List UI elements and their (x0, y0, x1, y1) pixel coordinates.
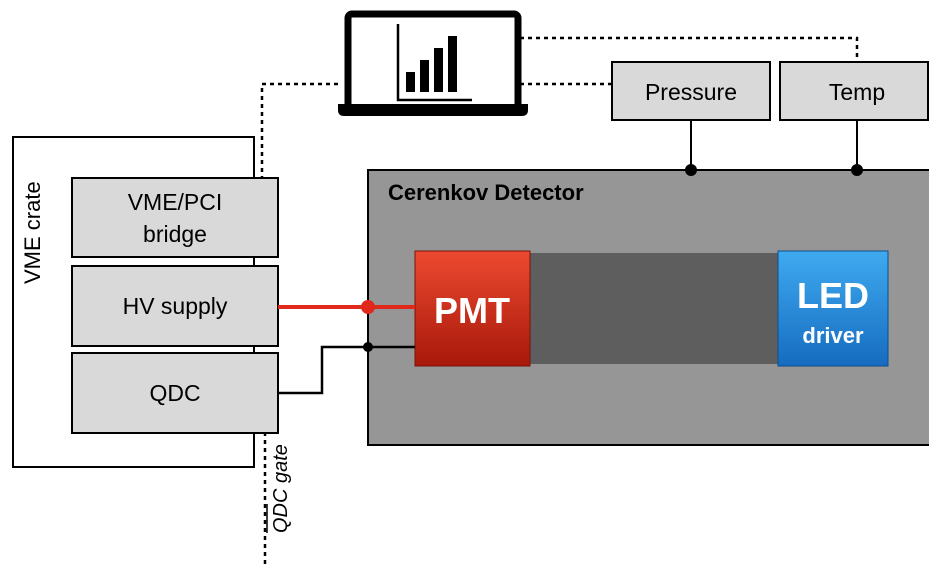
detector-title: Cerenkov Detector (388, 180, 584, 205)
pmt-label: PMT (434, 290, 510, 331)
pmt-block: PMT (414, 250, 531, 367)
hv-supply-label: HV supply (123, 293, 228, 319)
bridge-label-line1: VME/PCI (128, 189, 223, 215)
laptop-to-temp-link (520, 36, 859, 62)
vme-crate-label: VME crate (20, 181, 45, 284)
bridge-label-line2: bridge (143, 221, 207, 247)
led-driver-block: LED driver (777, 250, 889, 367)
hv-cable (278, 300, 415, 314)
qdc-label: QDC (149, 380, 200, 406)
pressure-label: Pressure (645, 79, 737, 105)
laptop-bar-chart-icon (338, 10, 528, 116)
vme-pci-bridge-module: VME/PCI bridge (71, 177, 279, 258)
temp-sensor: Temp (779, 61, 929, 121)
light-chamber (530, 253, 778, 364)
qdc-module: QDC (71, 352, 279, 434)
laptop-to-bridge-link (260, 82, 338, 178)
qdc-gate-label: QDC gate (270, 444, 292, 533)
sensor-links (685, 120, 863, 176)
hv-supply-module: HV supply (71, 265, 279, 347)
signal-cable (278, 342, 415, 395)
temp-label: Temp (829, 79, 885, 105)
led-label-line2: driver (802, 323, 864, 348)
led-label-line1: LED (797, 275, 869, 316)
data-links (260, 36, 859, 568)
pressure-sensor: Pressure (611, 61, 771, 121)
